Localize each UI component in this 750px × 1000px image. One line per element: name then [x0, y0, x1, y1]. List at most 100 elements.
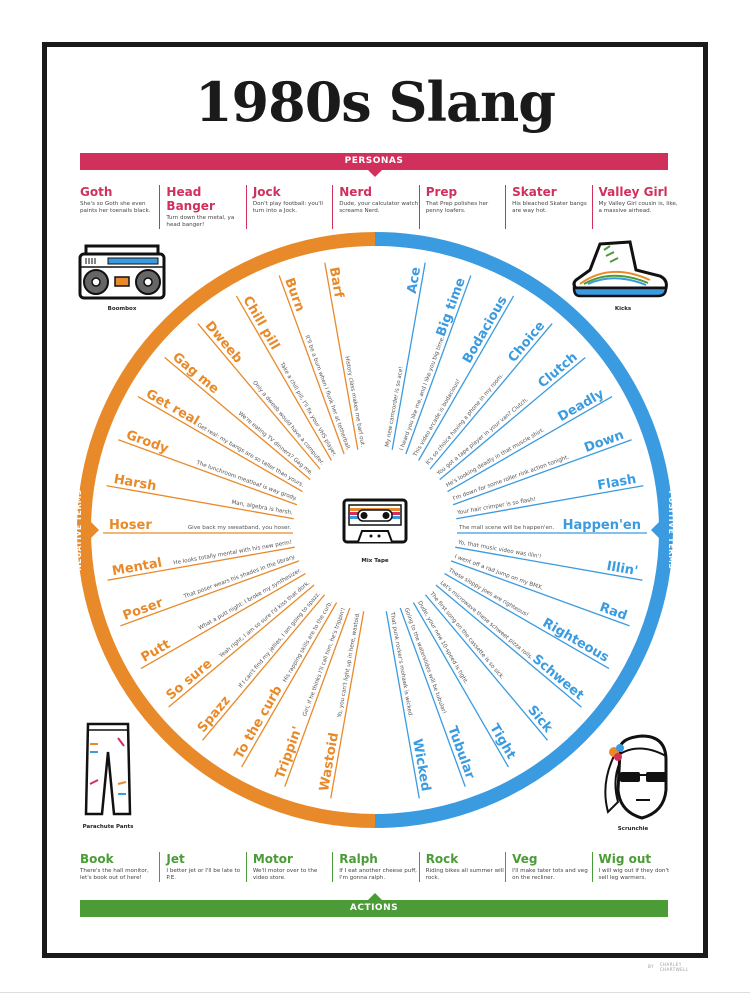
pointer-icon: [91, 522, 99, 538]
spoke-line: [164, 356, 311, 481]
positive-term: Clutch: [535, 350, 580, 391]
spoke-line: [455, 546, 643, 581]
action-term: Ralph: [339, 852, 378, 866]
spoke-line: [168, 584, 315, 708]
negative-term: So sure: [164, 656, 216, 703]
scrunchie-face-icon: [604, 734, 668, 820]
positive-term-example: I heard you like me, and I like you big …: [399, 335, 446, 451]
positive-term: Wicked: [409, 738, 433, 793]
spoke-line: [412, 602, 509, 768]
positive-term: Happen'en: [563, 518, 641, 533]
spoke-line: [241, 602, 338, 768]
persona-example: Don't play football: you'll turn into a …: [252, 201, 323, 214]
positive-term: Righteous: [540, 616, 612, 666]
spoke-line: [399, 607, 466, 787]
action-example: I better jet or I'll be late to P.E.: [166, 868, 241, 881]
kicks-label: Kicks: [614, 306, 632, 312]
persona-term: Skater: [512, 185, 557, 199]
persona-example: She's so Goth she even paints her toenai…: [80, 201, 151, 214]
negative-term: Barf: [326, 266, 346, 299]
positive-term: Schweet: [529, 652, 586, 703]
persona-example: Turn down the metal, ya head banger!: [166, 215, 235, 228]
action-example: We'll motor over to the video store.: [252, 868, 318, 881]
spoke-line: [450, 560, 630, 627]
credit-by: BY: [648, 964, 654, 969]
negative-term: Poser: [121, 595, 166, 623]
pointer-icon: [368, 893, 382, 900]
persona-example: His bleached Skater bangs are way hot.: [512, 201, 587, 214]
positive-arc: [374, 232, 673, 828]
cassette-icon: [342, 498, 408, 544]
action-example: I will wig out if they don't sell leg wa…: [598, 868, 670, 881]
action-example: Riding bikes all summer will rock.: [425, 868, 504, 881]
spoke-line: [235, 295, 332, 461]
parachute-pants-label: Parachute Pants: [82, 824, 134, 830]
parachute-pants-icon: [84, 722, 132, 816]
credit-name: CHARLEY: [659, 962, 682, 967]
action-term: Rock: [425, 852, 459, 866]
negative-term-example: The lunchroom meatloaf is way grody.: [195, 460, 298, 503]
spoke-line: [107, 546, 295, 581]
positive-term: Bodacious: [460, 293, 511, 366]
personas-banner: PERSONAS: [80, 153, 668, 177]
spoke-line: [330, 611, 365, 799]
persona-term: Valley Girl: [598, 185, 668, 199]
negative-term: Grody: [124, 428, 171, 457]
spoke-line: [439, 356, 586, 481]
personas-label: PERSONAS: [344, 156, 404, 166]
pointer-icon: [651, 522, 659, 538]
wheel-ring: [77, 232, 673, 828]
scrunchie-label: Scrunchie: [617, 826, 649, 832]
persona-example: Dude, your calculator watch screams Nerd…: [339, 201, 419, 214]
credit-logo: BY CHARLEY CHARTWELL: [648, 962, 689, 972]
actions-label: ACTIONS: [349, 903, 399, 913]
persona-term: Goth: [80, 185, 113, 199]
negative-term-example: Give back my sweatband, you hoser.: [188, 525, 291, 531]
action-example: There's the hall monitor, let's book out…: [80, 868, 149, 881]
action-example: I'll make tater tots and veg on the recl…: [512, 868, 588, 881]
spoke-line: [424, 594, 549, 741]
positive-term: Illin': [605, 559, 639, 579]
spoke-line: [137, 396, 303, 493]
positive-term: Flash: [596, 472, 637, 494]
spoke-line: [429, 323, 553, 470]
spoke-line: [140, 573, 306, 670]
positive-term: Down: [582, 428, 626, 456]
positive-term: Tubular: [444, 724, 477, 781]
credit-name: CHARTWELL: [659, 967, 689, 972]
spoke-line: [284, 607, 351, 787]
spoke-line: [201, 594, 326, 741]
spoke-line: [391, 262, 426, 450]
poster-title: 1980s Slang: [194, 70, 556, 134]
positive-term: Ace: [405, 266, 424, 295]
spoke-line: [278, 275, 345, 455]
action-term: Motor: [252, 852, 293, 866]
negative-term: Burn: [281, 276, 307, 314]
negative-term: Harsh: [113, 472, 158, 494]
spoke-line: [444, 573, 610, 670]
negative-term: Trippin': [273, 725, 306, 781]
spoke-line: [452, 439, 632, 506]
negative-terms-label: NEGATIVE TERMS: [74, 489, 83, 571]
action-term: Veg: [512, 852, 538, 866]
negative-term-example: It'll be a burn when I flunk her at teth…: [304, 334, 352, 451]
persona-term: Prep: [425, 185, 458, 199]
negative-term: Putt: [139, 637, 174, 666]
negative-term: Dweeb: [202, 319, 245, 367]
positive-term-example: The mall scene will be happen'en.: [458, 525, 555, 531]
